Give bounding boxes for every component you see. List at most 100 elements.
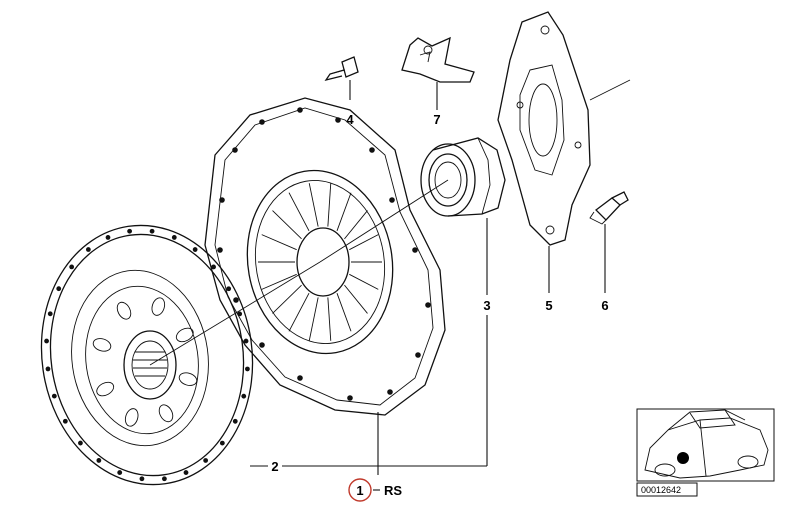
spring-finger <box>327 183 332 227</box>
damper-spring <box>124 408 139 427</box>
rivet-hole <box>226 286 232 292</box>
bolt-hole <box>259 342 265 348</box>
damper-spring <box>175 327 194 343</box>
damper-spring <box>92 338 112 352</box>
damper-springs <box>92 297 198 427</box>
spring-finger <box>288 192 310 232</box>
hex-bolt <box>324 56 359 82</box>
callout-4: 4 <box>346 112 354 127</box>
bolt-hole <box>217 247 223 253</box>
spring-finger <box>336 192 352 231</box>
damper-spring <box>96 381 115 397</box>
rivet-hole <box>78 440 83 446</box>
rivet-hole <box>203 458 209 463</box>
bolt-hole <box>387 389 393 395</box>
guide-sleeve <box>589 191 629 225</box>
rivet-hole <box>105 235 111 240</box>
callout-4-label: 4 <box>346 112 354 127</box>
clutch-disc <box>40 224 254 486</box>
spring-finger <box>272 210 302 240</box>
leader-lines <box>149 80 606 475</box>
spring-finger <box>261 234 297 251</box>
rivet-hole <box>183 470 189 475</box>
highlight-circle <box>348 478 372 502</box>
callout-1-label: 1 <box>356 483 363 498</box>
spring-finger <box>349 234 379 251</box>
callout-7-label: 7 <box>433 112 440 127</box>
pressure-plate <box>204 97 446 416</box>
bolt-hole <box>412 247 418 253</box>
rivet-hole <box>219 440 225 446</box>
callout-5: 5 <box>545 298 552 313</box>
rivet-hole <box>161 476 167 482</box>
hub-splines <box>133 351 167 377</box>
rivet-hole <box>232 418 238 424</box>
bolt-hole <box>297 107 303 113</box>
callout-3-label: 3 <box>483 298 490 313</box>
rivet-hole <box>45 366 51 372</box>
rivet-hole <box>127 228 133 234</box>
bearing-guide-plate <box>497 11 631 246</box>
spring-finger <box>308 183 319 227</box>
rivet-hole <box>47 311 53 317</box>
callout-1: 1 RS <box>348 478 402 502</box>
rivet-hole <box>245 366 250 372</box>
callout-6-label: 6 <box>601 298 608 313</box>
rivet-hole <box>192 247 198 252</box>
spring-finger <box>349 273 379 290</box>
spring-finger <box>336 293 352 332</box>
bolt-hole <box>415 352 421 358</box>
spring-finger <box>261 273 297 290</box>
rivet-hole <box>62 418 68 424</box>
bolt-hole <box>259 119 265 125</box>
rivet-hole <box>211 264 216 270</box>
bolt-hole <box>369 147 375 153</box>
rivet-hole <box>56 286 62 292</box>
spring-finger <box>344 284 368 314</box>
rivet-hole <box>243 338 249 344</box>
spring-finger <box>327 297 332 341</box>
damper-spring <box>178 372 198 386</box>
bolt-hole <box>347 395 353 401</box>
bolt-hole <box>297 375 303 381</box>
rivet-hole <box>241 393 247 399</box>
bolt-hole <box>219 197 225 203</box>
bolt-hole <box>389 197 395 203</box>
clutch-location-marker <box>677 452 689 464</box>
bolt-hole <box>232 147 238 153</box>
diagram-id: 00012642 <box>641 485 681 495</box>
friction-lining-rivets <box>44 228 250 482</box>
rivet-hole <box>69 264 75 270</box>
spring-finger <box>344 210 368 240</box>
cover-bolt-holes <box>217 107 431 401</box>
rivet-hole <box>85 247 91 252</box>
rivet-hole <box>149 228 155 234</box>
bolt-hole <box>233 297 239 303</box>
spring-finger <box>288 292 310 332</box>
rivet-hole <box>51 393 57 399</box>
callout-2: 2 <box>271 459 278 474</box>
rivet-hole <box>44 338 49 344</box>
bolt-hole <box>335 117 341 123</box>
damper-spring <box>158 404 174 423</box>
callout-5-label: 5 <box>545 298 552 313</box>
callout-6: 6 <box>601 298 608 313</box>
spring-finger <box>272 284 302 314</box>
rivet-hole <box>171 235 177 240</box>
bolt-hole <box>425 302 431 308</box>
callout-7: 7 <box>433 112 440 127</box>
callout-2-label: 2 <box>271 459 278 474</box>
release-bearing <box>420 137 506 217</box>
damper-spring <box>151 297 166 316</box>
vehicle-location-inset: 00012642 <box>636 408 775 497</box>
rivet-hole <box>117 470 123 475</box>
rivet-hole <box>139 476 145 482</box>
callout-3: 3 <box>483 298 490 313</box>
damper-spring <box>116 301 132 320</box>
diaphragm-spring-fingers <box>258 183 382 341</box>
rivet-hole <box>96 458 102 463</box>
spring-finger <box>308 297 319 341</box>
callout-1-suffix: RS <box>384 483 402 498</box>
retaining-spring-clip <box>401 36 475 83</box>
